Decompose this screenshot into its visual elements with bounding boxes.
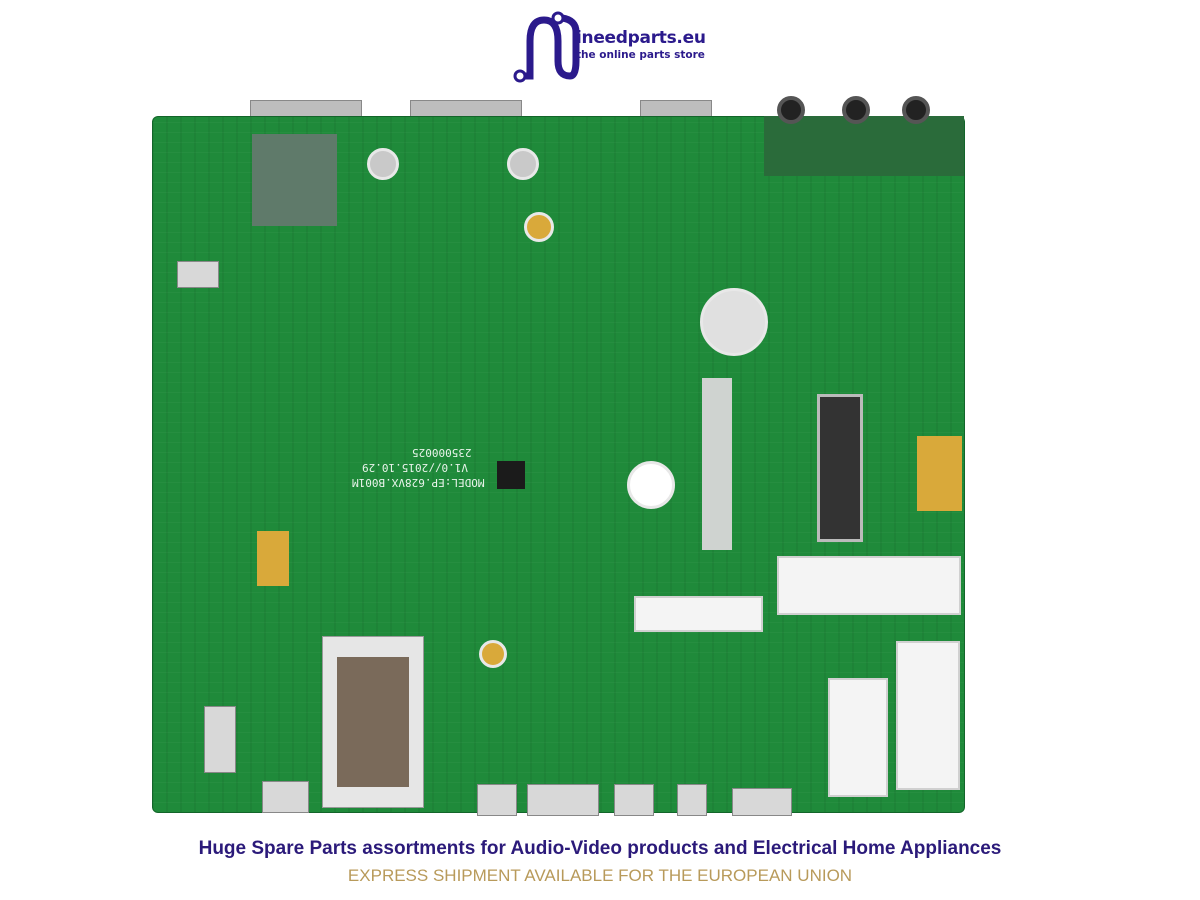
label-area [777, 556, 961, 615]
connector [477, 784, 517, 816]
mainboard: MODEL:EP.628VX.B001M V1.0//2015.10.29 23… [152, 96, 965, 816]
label-area [634, 596, 763, 632]
audio-jack [842, 96, 870, 124]
audio-jack [902, 96, 930, 124]
connector [204, 706, 236, 773]
lvds-connector [817, 394, 863, 542]
board-serial: 235000025 [412, 446, 472, 459]
screw-hole [367, 148, 399, 180]
brand-name: ineedparts.eu [576, 28, 706, 48]
connector [614, 784, 654, 816]
audio-jack-area [764, 116, 964, 176]
main-chip [497, 461, 525, 489]
board-version: V1.0//2015.10.29 [362, 461, 468, 474]
connector [677, 784, 707, 816]
connector [177, 261, 219, 288]
footer-headline: Huge Spare Parts assortments for Audio-V… [198, 838, 1002, 859]
date-sticker [627, 461, 675, 509]
board-model: MODEL:EP.628VX.B001M [352, 476, 485, 489]
connector [262, 781, 309, 813]
wifi-module [322, 636, 424, 808]
gold-pad [257, 531, 289, 586]
logo-mark-icon [513, 11, 580, 83]
screw-hole [479, 640, 507, 668]
mount-pad [700, 288, 768, 356]
label-area [896, 641, 960, 790]
gold-pad [917, 436, 962, 511]
label-area [828, 678, 888, 797]
lan-port [252, 134, 337, 226]
screw-hole [524, 212, 554, 242]
audio-jack [777, 96, 805, 124]
label-sticker [702, 378, 732, 550]
power-connector [732, 788, 792, 816]
brand-tagline: the online parts store [576, 49, 705, 61]
footer-subline: EXPRESS SHIPMENT AVAILABLE FOR THE EUROP… [347, 866, 853, 885]
connector [527, 784, 599, 816]
screw-hole [507, 148, 539, 180]
